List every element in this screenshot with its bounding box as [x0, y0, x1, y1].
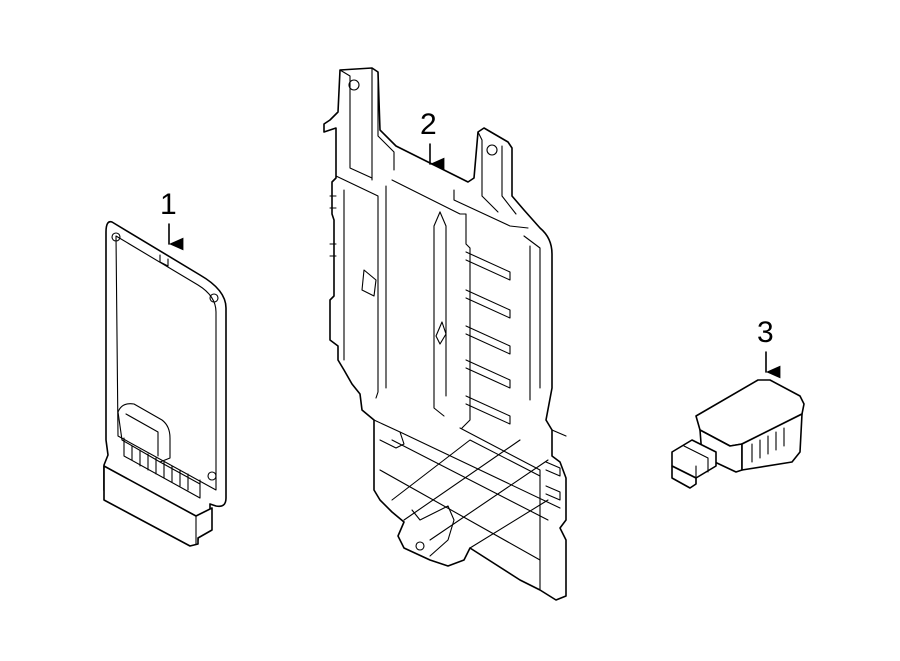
callout-1-label: 1 — [160, 188, 177, 221]
part-1-control-module — [103, 220, 227, 547]
part-2-bracket — [323, 67, 567, 601]
callout-3-label: 3 — [757, 316, 774, 349]
callout-2-label: 2 — [420, 108, 437, 141]
part-3-sensor — [671, 379, 805, 489]
callout-3: 3 — [757, 316, 781, 379]
callout-2: 2 — [420, 108, 445, 171]
callout-1: 1 — [160, 188, 184, 251]
